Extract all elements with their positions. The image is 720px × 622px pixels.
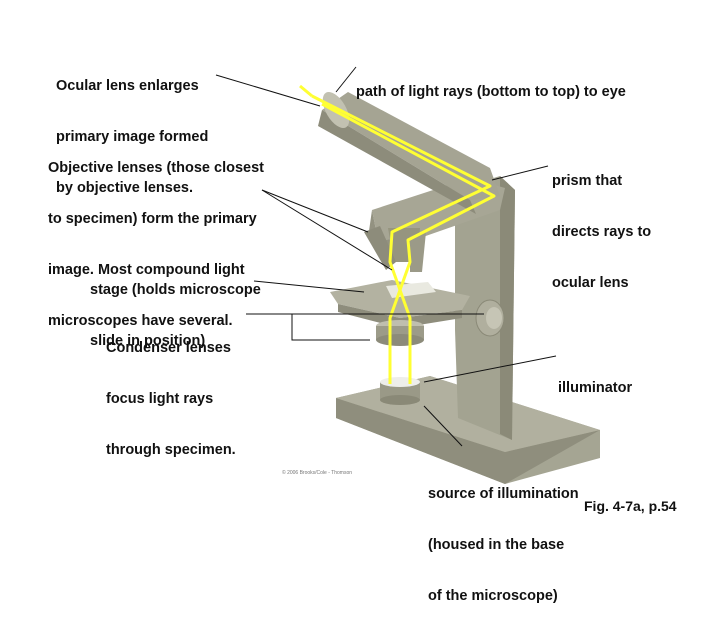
light-path-label: path of light rays (bottom to top) to ey… [356,50,626,118]
label-line: Ocular lens enlarges [56,78,199,94]
label-line: of the microscope) [428,588,558,604]
prism-label: prism that directs rays to ocular lens [552,139,651,309]
label-line: prism that [552,173,623,189]
label-line: stage (holds microscope [90,282,261,298]
label-line: focus light rays [106,391,214,407]
label-line: Objective lenses (those closest [48,160,264,176]
label-line: illuminator [558,380,633,396]
condenser-label: Condenser lenses focus light rays throug… [106,306,236,476]
label-line: microscopes have several. [48,313,233,329]
label-line: through specimen. [106,442,236,458]
light-ray-path [299,84,496,384]
label-line: to specimen) form the primary [48,211,257,227]
objective-lenses [364,226,426,272]
stage-label: stage (holds microscope slide in positio… [90,248,261,367]
copyright-notice: © 2006 Brooks/Cole - Thomson [282,470,353,476]
label-line: path of light rays (bottom to top) to ey… [356,84,626,100]
figure-reference: Fig. 4-7a, p.54 [584,498,677,514]
focus-knob [475,299,505,337]
ocular-lens-label: Ocular lens enlarges primary image forme… [56,44,208,214]
illuminator-label: illuminator [558,346,632,414]
label-line: slide in position) [90,333,206,349]
leader-lines [215,66,557,447]
label-line: image. Most compound light [48,262,245,278]
label-line: primary image formed [56,129,209,145]
illumination-source-label: source of illumination (housed in the ba… [428,452,579,622]
label-line: source of illumination [428,486,579,502]
condenser [376,320,424,346]
microscope-diagram [215,66,600,484]
label-line: ocular lens [552,275,629,291]
label-line: by objective lenses. [56,180,194,196]
label-line: directs rays to [552,224,652,240]
label-line: Condenser lenses [106,340,231,356]
illuminator-lamp [380,377,420,405]
objective-lenses-label: Objective lenses (those closest to speci… [48,126,264,347]
